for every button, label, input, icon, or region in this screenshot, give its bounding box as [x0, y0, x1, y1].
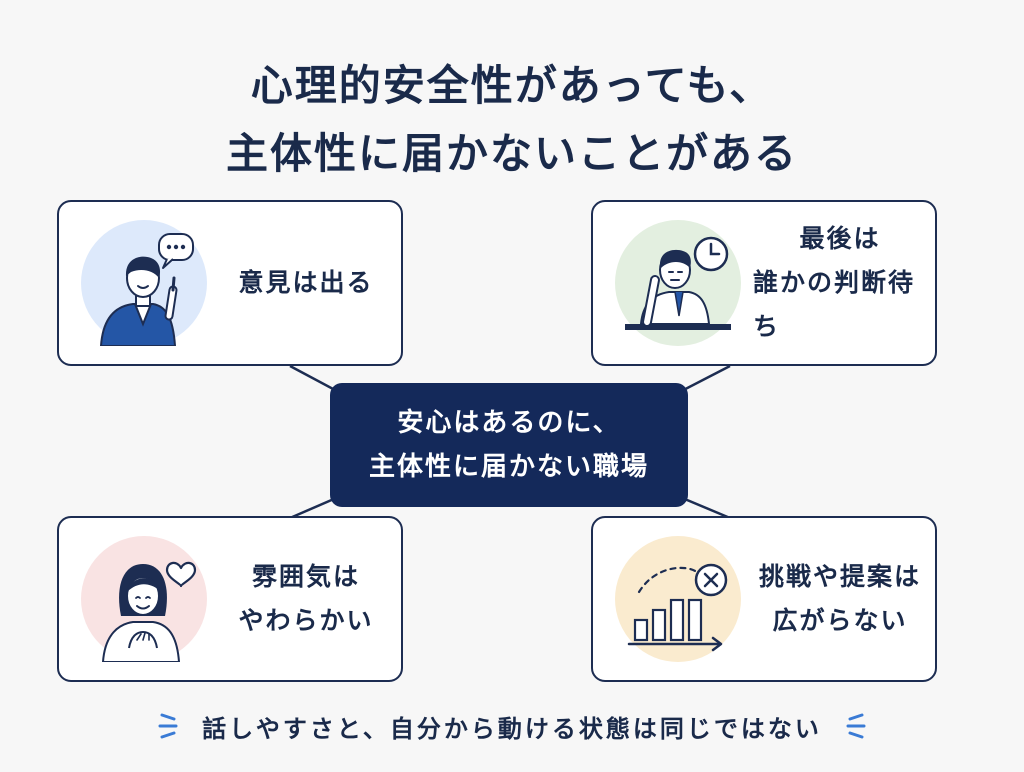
stalled-chart-x-icon: [627, 563, 728, 652]
card-illustration: [81, 220, 207, 347]
card-illustration: [615, 536, 741, 662]
waiting-person-clock-icon: [625, 236, 731, 330]
card-label-line-1: 雰囲気は: [251, 562, 360, 591]
card-label-line-1: 最後は: [799, 224, 881, 253]
center-summary-box: 安心はあるのに、 主体性に届かない職場: [330, 383, 688, 507]
footer-text: 話しやすさと、自分から動ける状態は同じではない: [202, 714, 822, 743]
page-title: 心理的安全性があっても、 主体性に届かないことがある: [0, 52, 1024, 188]
card-label: 最後は 誰かの判断待ち: [753, 202, 927, 364]
speaking-person-icon: [99, 233, 194, 347]
title-line-1: 心理的安全性があっても、: [250, 61, 774, 110]
card-label: 意見は出る: [219, 202, 393, 364]
card-label-line-2: 広がらない: [772, 606, 908, 635]
title-line-2: 主体性に届かないことがある: [225, 129, 798, 178]
card-label: 挑戦や提案は 広がらない: [753, 518, 927, 680]
card-proposals-not-spreading: 挑戦や提案は 広がらない: [591, 516, 937, 682]
card-soft-atmosphere: 雰囲気は やわらかい: [57, 516, 403, 682]
card-label-line-1: 意見は出る: [238, 268, 374, 297]
center-line-2: 主体性に届かない職場: [368, 452, 649, 482]
sparkle-right-icon: [840, 709, 868, 743]
card-label-line-2: 誰かの判断待ち: [753, 268, 916, 341]
footer-message: 話しやすさと、自分から動ける状態は同じではない: [0, 700, 1024, 752]
card-label-line-2: やわらかい: [238, 606, 374, 635]
card-illustration: [81, 536, 207, 663]
smiling-woman-heart-icon: [101, 561, 197, 663]
card-label: 雰囲気は やわらかい: [219, 518, 393, 680]
card-opinions-voiced: 意見は出る: [57, 200, 403, 366]
card-waiting-for-decision: 最後は 誰かの判断待ち: [591, 200, 937, 366]
card-label-line-1: 挑戦や提案は: [758, 562, 921, 591]
sparkle-left-icon: [156, 709, 184, 743]
card-illustration: [615, 220, 741, 346]
center-line-1: 安心はあるのに、: [397, 408, 621, 438]
